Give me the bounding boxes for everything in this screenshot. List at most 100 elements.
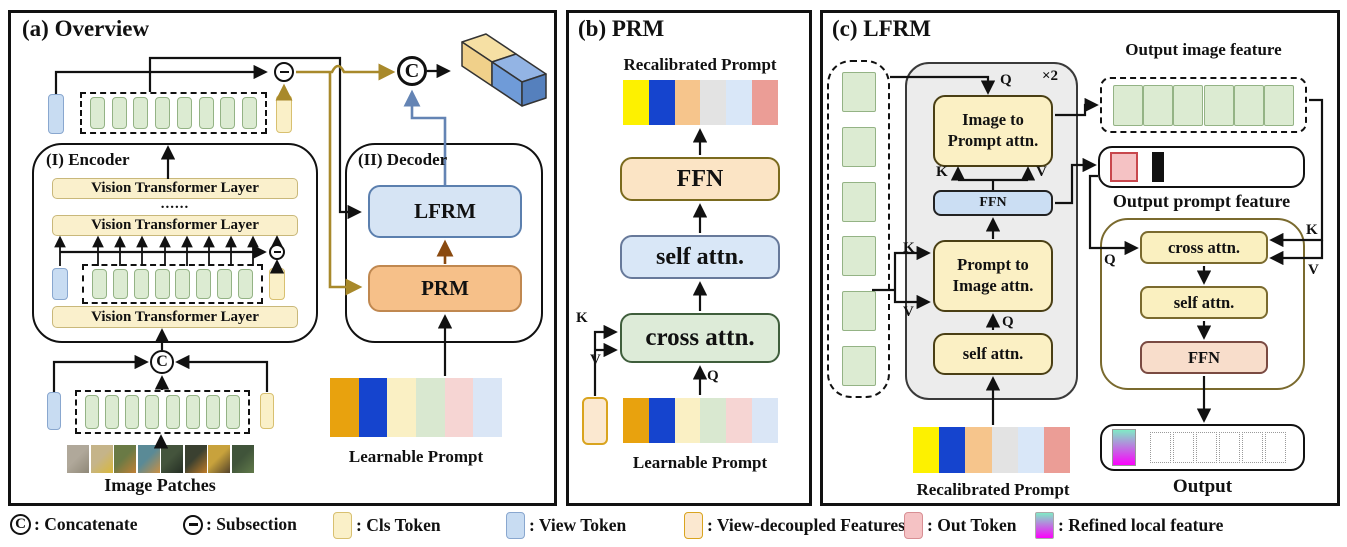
output-label: Output	[1172, 476, 1233, 497]
v-label: V	[1308, 262, 1319, 278]
feature-token	[185, 395, 200, 429]
feature-token	[841, 291, 876, 332]
prompt-block	[991, 427, 1018, 473]
image-patch	[67, 445, 89, 473]
image-feature-column	[827, 60, 890, 398]
image-patch	[184, 445, 207, 473]
prompt-block	[752, 80, 778, 125]
image-patch	[208, 445, 230, 473]
feature-token	[1173, 84, 1204, 126]
recalibrated-prompt-row	[623, 80, 778, 125]
image-patch	[231, 445, 254, 473]
legend-label: : Subsection	[206, 514, 297, 534]
prm-module: PRM	[368, 265, 522, 312]
k-label: K	[576, 310, 588, 326]
legend-out-token: : Out Token	[904, 512, 1016, 539]
feature-token	[92, 269, 107, 299]
out-token-icon	[904, 512, 923, 539]
prompt-block	[1157, 152, 1160, 182]
cls-token	[269, 268, 285, 300]
self-attention-module: self attn.	[933, 333, 1053, 375]
lfrm-module: LFRM	[368, 185, 522, 238]
vision-transformer-layer-2: Vision Transformer Layer	[52, 215, 298, 236]
decoder-box	[345, 143, 543, 343]
minus-glyph	[273, 251, 281, 253]
feature-token	[105, 395, 120, 429]
ffn-module: FFN	[620, 157, 780, 201]
feature-token	[1203, 84, 1234, 126]
feature-token	[111, 97, 127, 129]
q-label: Q	[1002, 314, 1014, 330]
k-label: K	[903, 240, 915, 256]
legend-label: : View-decoupled Features	[707, 515, 905, 535]
image-patch	[137, 445, 160, 473]
feature-token	[841, 126, 876, 167]
self-attention-module: self attn.	[620, 235, 780, 279]
feature-token	[133, 97, 149, 129]
prompt-block	[623, 80, 649, 125]
prompt-block	[965, 427, 992, 473]
prompt-block	[1043, 427, 1071, 473]
legend-view-decoupled: : View-decoupled Features	[684, 512, 905, 539]
image-patch	[114, 445, 136, 473]
output-image-feature-row	[1100, 77, 1307, 133]
ffn-module: FFN	[933, 190, 1053, 216]
feature-token	[155, 97, 171, 129]
panel-b-title: (b) PRM	[578, 16, 665, 41]
feature-token	[1150, 432, 1171, 463]
feature-token	[165, 395, 180, 429]
output-image-feature-label: Output image feature	[1125, 40, 1282, 59]
recalibrated-prompt-label: Recalibrated Prompt	[623, 55, 777, 74]
feature-token	[112, 269, 128, 299]
image-patch	[90, 445, 113, 473]
feature-token	[220, 97, 236, 129]
feature-token	[1219, 432, 1240, 463]
prompt-block	[700, 398, 727, 443]
feature-token	[241, 97, 257, 129]
module-label-line1: Image to	[962, 110, 1024, 130]
cross-attention-module: cross attn.	[1140, 231, 1268, 264]
module-label-line2: Prompt attn.	[947, 131, 1039, 150]
learnable-prompt-label: Learnable Prompt	[348, 447, 484, 466]
image-patch	[161, 445, 183, 473]
self-attention-module: self attn.	[1140, 286, 1268, 319]
feature-token	[205, 395, 220, 429]
feature-token	[1173, 432, 1194, 463]
prompt-block	[387, 378, 417, 437]
prompt-block	[648, 80, 675, 125]
feature-token	[176, 97, 192, 129]
prompt-block	[726, 398, 753, 443]
image-patches-label: Image Patches	[104, 475, 216, 495]
learnable-prompt-row	[623, 398, 778, 443]
feature-token	[225, 395, 240, 429]
v-label: V	[903, 304, 914, 320]
prompt-feature-blocks	[1151, 152, 1293, 182]
legend-label: : View Token	[529, 515, 627, 535]
cls-token	[276, 95, 292, 133]
view-token	[52, 268, 68, 300]
feature-token	[196, 269, 212, 299]
feature-token	[125, 395, 140, 429]
subtract-icon	[269, 244, 285, 260]
prompt-block	[416, 378, 445, 437]
view-decoupled-feature-row	[80, 92, 267, 134]
feature-token	[841, 345, 876, 386]
minus-glyph	[188, 523, 198, 526]
module-label-line2: Image attn.	[952, 276, 1034, 295]
k-label: K	[1306, 222, 1318, 238]
module-label-line1: Prompt to	[957, 255, 1029, 275]
prompt-block	[473, 378, 503, 437]
view-token	[48, 94, 64, 134]
learnable-prompt-label: Learnable Prompt	[632, 453, 768, 472]
cls-token-icon	[333, 512, 352, 539]
v-label: V	[590, 352, 601, 368]
cross-attention-module: cross attn.	[620, 313, 780, 363]
prompt-block	[674, 398, 701, 443]
prompt-block	[1159, 152, 1162, 182]
legend-view-token: : View Token	[506, 512, 626, 539]
prompt-block	[358, 378, 388, 437]
ffn-module: FFN	[1140, 341, 1268, 374]
legend-label: : Out Token	[927, 515, 1017, 535]
output-row	[1100, 424, 1305, 471]
